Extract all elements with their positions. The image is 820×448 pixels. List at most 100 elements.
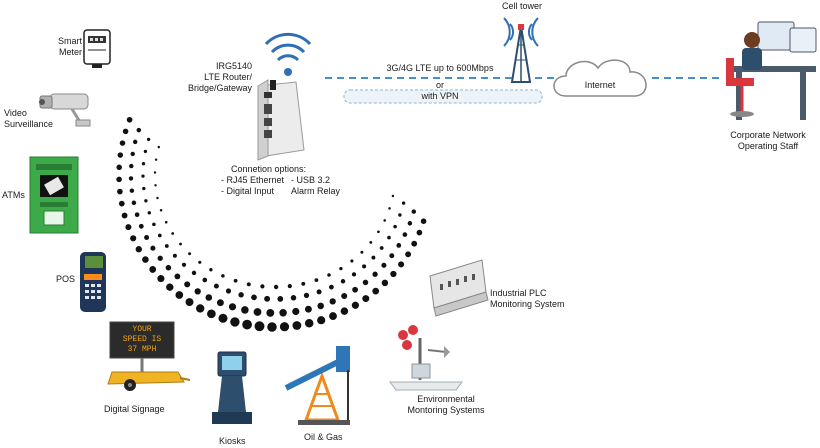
arc-dot-116 — [254, 321, 265, 332]
label-router-line3: Bridge/Gateway — [187, 83, 252, 93]
arc-dot-40 — [303, 292, 310, 299]
cloud-icon — [553, 59, 647, 97]
arc-dot-97 — [132, 139, 138, 145]
smart-meter-icon — [83, 29, 111, 68]
arc-dot-28 — [157, 145, 161, 149]
arc-dot-52 — [164, 244, 169, 248]
arc-dot-39 — [316, 289, 322, 295]
option-digital-input: - Digital Input — [221, 186, 275, 196]
label-smart-meter-line2: Meter — [58, 47, 82, 57]
arc-dot-59 — [141, 162, 146, 166]
arc-dot-21 — [171, 232, 175, 235]
connection-options-row2: - Digital Input Alarm Relay — [221, 186, 361, 197]
arc-dot-114 — [279, 322, 290, 332]
arc-dot-95 — [129, 163, 134, 169]
arc-dot-96 — [130, 151, 135, 157]
arc-dot-62 — [411, 209, 417, 214]
arc-dot-61 — [146, 137, 151, 142]
label-env-line2: Montoring Systems — [407, 405, 485, 415]
arc-dot-127 — [142, 256, 149, 263]
arc-dot-85 — [174, 273, 181, 280]
arc-dot-63 — [407, 221, 413, 226]
arc-dot-91 — [134, 212, 140, 218]
arc-dot-109 — [340, 307, 349, 315]
arc-dot-90 — [138, 223, 144, 229]
arc-dot-86 — [165, 264, 172, 271]
arc-dot-122 — [185, 298, 194, 307]
arc-dot-73 — [317, 302, 324, 310]
label-corporate-network: Corporate Network Operating Staff — [718, 130, 818, 152]
arc-dot-66 — [389, 253, 395, 259]
option-usb: - USB 3.2 — [291, 175, 331, 185]
arc-dot-70 — [352, 286, 358, 293]
pos-terminal-icon — [80, 252, 106, 312]
arc-dot-69 — [362, 279, 369, 286]
label-atms: ATMs — [2, 190, 25, 200]
arc-dot-106 — [372, 287, 380, 295]
arc-dot-38 — [329, 284, 334, 290]
arc-dot-132 — [118, 200, 125, 207]
arc-dot-54 — [152, 222, 156, 227]
arc-dot-24 — [156, 196, 159, 200]
arc-dot-3 — [377, 230, 380, 234]
arc-dot-74 — [304, 305, 312, 313]
arc-dot-98 — [136, 127, 142, 133]
arc-dot-43 — [264, 295, 271, 302]
arc-dot-120 — [207, 309, 216, 319]
option-alarm-relay: Alarm Relay — [291, 186, 341, 196]
weather-station-icon — [389, 325, 463, 391]
arc-dot-8 — [327, 273, 331, 277]
arc-dot-126 — [149, 265, 157, 273]
label-video-surveillance: Video Surveillance — [4, 108, 53, 130]
arc-dot-1 — [388, 207, 391, 210]
arc-dot-128 — [135, 246, 142, 253]
label-plc-line1: Industrial PLC — [490, 288, 547, 298]
signage-display-text: YOUR SPEED IS 37 MPH — [110, 325, 174, 355]
arc-dot-65 — [396, 243, 402, 248]
dotted-arc — [116, 116, 427, 332]
label-digital-signage: Digital Signage — [104, 404, 165, 414]
connection-options: Connetion options: - RJ45 Ethernet - USB… — [221, 164, 361, 197]
arc-dot-10 — [301, 281, 306, 286]
oil-pump-icon — [284, 346, 350, 425]
label-environmental: Environmental Montoring Systems — [398, 394, 494, 416]
arc-dot-135 — [116, 164, 122, 171]
arc-dot-81 — [216, 299, 224, 307]
arc-dot-76 — [279, 309, 287, 317]
arc-dot-45 — [238, 292, 244, 298]
arc-dot-82 — [205, 294, 213, 301]
arc-dot-7 — [339, 266, 343, 271]
label-video-line2: Surveillance — [4, 119, 54, 129]
arc-dot-112 — [304, 319, 314, 328]
arc-dot-35 — [362, 264, 367, 269]
arc-dot-129 — [130, 235, 137, 242]
arc-dot-49 — [191, 270, 197, 276]
arc-dot-25 — [154, 184, 157, 187]
arc-dot-130 — [125, 224, 132, 231]
arc-dot-71 — [341, 292, 348, 300]
arc-dot-2 — [383, 219, 386, 222]
arc-dot-32 — [387, 235, 391, 240]
arc-dot-79 — [241, 306, 249, 314]
arc-dot-93 — [129, 188, 135, 193]
arc-dot-29 — [401, 201, 406, 205]
label-smart-meter: Smart Meter — [42, 36, 82, 58]
arc-dot-20 — [179, 242, 182, 246]
arc-dot-55 — [147, 211, 152, 215]
arc-dot-67 — [381, 262, 387, 268]
label-corp-line2: Operating Staff — [737, 141, 799, 151]
arc-dot-22 — [164, 220, 168, 224]
label-video-line1: Video — [4, 108, 27, 118]
arc-dot-136 — [117, 152, 124, 158]
label-lte-speed: 3G/4G LTE up to 600Mbps — [386, 63, 494, 73]
arc-dot-33 — [379, 246, 384, 250]
label-smart-meter-line1: Smart — [57, 36, 82, 46]
signage-line2: SPEED IS — [122, 335, 162, 344]
arc-dot-16 — [221, 274, 225, 278]
arc-dot-4 — [369, 240, 373, 244]
arc-dot-58 — [141, 174, 145, 178]
arc-dot-37 — [340, 279, 346, 284]
arc-dot-108 — [351, 301, 360, 309]
label-router: IRG5140 LTE Router/ Bridge/Gateway — [186, 61, 252, 94]
